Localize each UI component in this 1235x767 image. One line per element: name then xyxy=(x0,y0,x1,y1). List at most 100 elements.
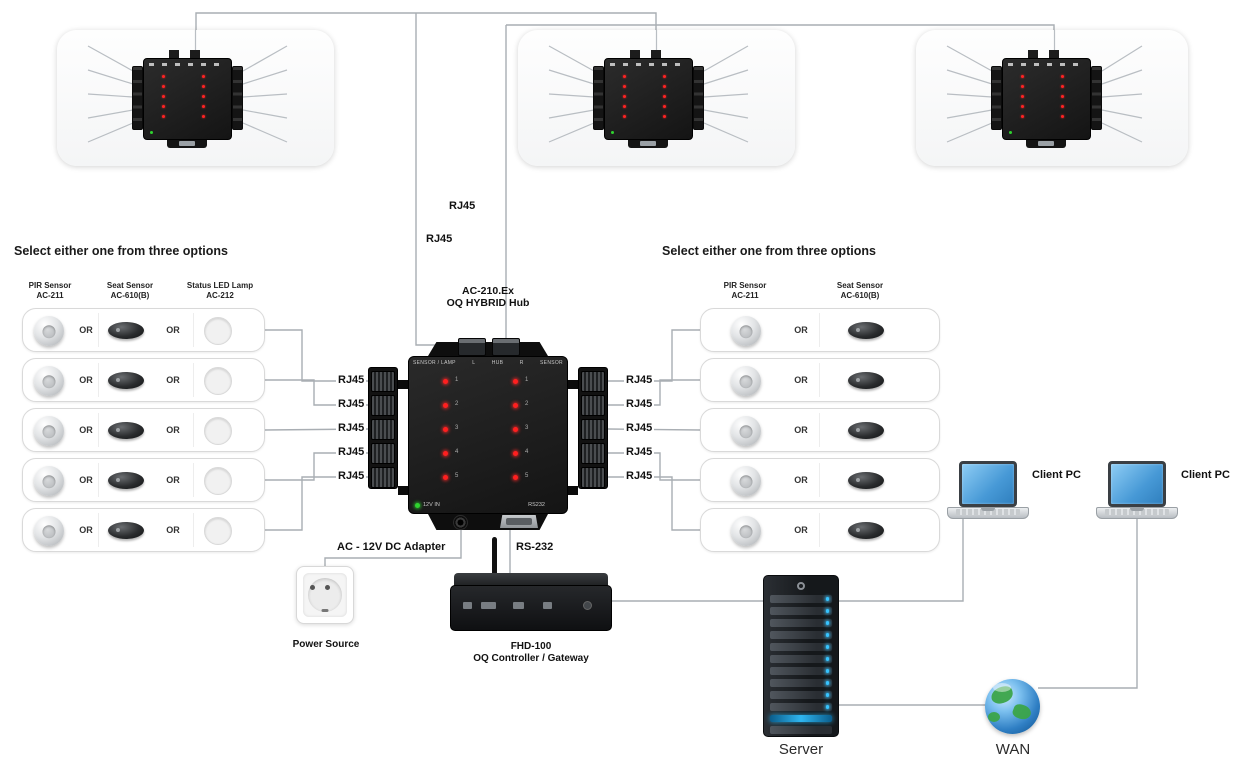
power-led-icon xyxy=(611,131,614,134)
client-pc-laptop-icon xyxy=(947,461,1029,521)
status-led-lamp-icon xyxy=(204,367,232,395)
server-top xyxy=(770,581,832,591)
or-label: OR xyxy=(166,375,180,385)
rj45-port-icon xyxy=(651,50,661,58)
header-line: PIR Sensor xyxy=(28,281,72,290)
header-line: Seat Sensor xyxy=(836,281,884,290)
rj45-label: RJ45 xyxy=(624,446,655,459)
outlet-hole xyxy=(310,585,315,590)
rj45-port-icon xyxy=(371,467,395,488)
rj45-port-icon xyxy=(581,419,605,440)
controller-model: FHD-100 xyxy=(510,641,552,652)
laptop-keyboard xyxy=(1105,509,1169,515)
controller-top xyxy=(454,573,608,587)
sensor-icon xyxy=(283,33,317,59)
status-led-lamp-icon xyxy=(204,517,232,545)
led-indicators xyxy=(162,75,165,118)
rj45-port-icon xyxy=(630,50,640,58)
or-label: OR xyxy=(794,475,808,485)
server-slot xyxy=(770,666,832,675)
wan-label: WAN xyxy=(995,741,1031,758)
status-led-icon xyxy=(932,88,944,100)
power-led-icon xyxy=(150,131,153,134)
hub-body xyxy=(604,58,693,140)
hub-body: SENSOR / LAMP L HUB R SENSOR 1 2 3 4 5 1… xyxy=(408,356,568,514)
sensor-icon xyxy=(283,105,317,131)
power-source-label: Power Source xyxy=(291,639,361,651)
divider xyxy=(193,513,194,547)
or-label: OR xyxy=(794,525,808,535)
pir-sensor-icon xyxy=(34,466,64,496)
port-strip-left xyxy=(368,367,398,489)
divider xyxy=(98,463,99,497)
status-led-icon xyxy=(534,88,546,100)
hub-device-mini xyxy=(132,50,243,148)
port-strip-icon xyxy=(991,66,1002,130)
divider xyxy=(193,463,194,497)
rj45-port-icon xyxy=(581,467,605,488)
sensor-icon xyxy=(1138,33,1172,59)
status-led-lamp-icon xyxy=(204,417,232,445)
label-sensor: SENSOR xyxy=(540,360,563,366)
laptop-keyboard xyxy=(956,509,1020,515)
select-options-title-right: Select either one from three options xyxy=(662,244,876,258)
rj45-port-icon xyxy=(581,395,605,416)
channel-number: 1 xyxy=(525,377,529,383)
connector-bar xyxy=(568,486,578,495)
db9-port-icon xyxy=(1038,141,1054,146)
seat-sensor-icon xyxy=(108,522,144,539)
label-sensor-lamp: SENSOR / LAMP xyxy=(413,360,456,366)
laptop-screen xyxy=(1108,461,1166,507)
hub-body xyxy=(1002,58,1091,140)
power-label: 12V IN xyxy=(423,502,440,508)
option-row: OR OR xyxy=(22,408,265,452)
option-row: OR xyxy=(700,458,940,502)
power-jack-icon xyxy=(583,601,592,610)
column-header-seat: Seat Sensor AC-610(B) xyxy=(828,281,892,302)
divider xyxy=(193,313,194,347)
status-led-icon xyxy=(932,136,944,148)
pir-sensor-icon xyxy=(731,466,761,496)
sensor-icon xyxy=(283,81,317,107)
rj45-port-icon xyxy=(492,338,520,356)
divider xyxy=(193,363,194,397)
hub-name: OQ HYBRID Hub xyxy=(446,297,530,309)
or-label: OR xyxy=(794,425,808,435)
status-led-icon xyxy=(534,112,546,124)
device-group-panel-3 xyxy=(916,30,1188,166)
server-slot xyxy=(770,606,832,615)
rj45-label: RJ45 xyxy=(624,398,655,411)
hub-model: AC-210.Ex xyxy=(462,285,514,297)
outlet-face xyxy=(303,573,347,617)
server-slot xyxy=(770,630,832,639)
client-pc-label: Client PC xyxy=(1181,469,1230,481)
hdmi-port-icon xyxy=(481,602,496,609)
db9-port-icon xyxy=(500,515,538,528)
rj45-label: RJ45 xyxy=(336,374,367,387)
channel-number: 5 xyxy=(525,473,529,479)
led-indicators xyxy=(443,379,448,480)
seat-sensor-icon xyxy=(848,372,884,389)
globe-shine xyxy=(993,683,1011,692)
divider xyxy=(98,313,99,347)
port-strip-icon xyxy=(1091,66,1102,130)
divider xyxy=(819,363,820,397)
status-led-icon xyxy=(534,64,546,76)
seat-sensor-icon xyxy=(108,372,144,389)
seat-sensor-icon xyxy=(848,422,884,439)
header-line: AC-212 xyxy=(206,291,234,301)
channel-number: 3 xyxy=(525,425,529,431)
label-port-l: L xyxy=(472,360,476,366)
antenna-icon xyxy=(492,537,497,577)
pir-sensor-icon xyxy=(34,366,64,396)
or-label: OR xyxy=(794,375,808,385)
led-indicators xyxy=(1021,75,1024,118)
outlet-ring xyxy=(308,578,342,612)
channel-number: 4 xyxy=(525,449,529,455)
rj45-port-icon xyxy=(190,50,200,58)
controller-label: FHD-100 OQ Controller / Gateway xyxy=(446,641,616,665)
rj45-port-icon xyxy=(371,395,395,416)
pir-sensor-icon xyxy=(34,316,64,346)
db9-port-icon xyxy=(640,141,656,146)
port-strip-right xyxy=(578,367,608,489)
